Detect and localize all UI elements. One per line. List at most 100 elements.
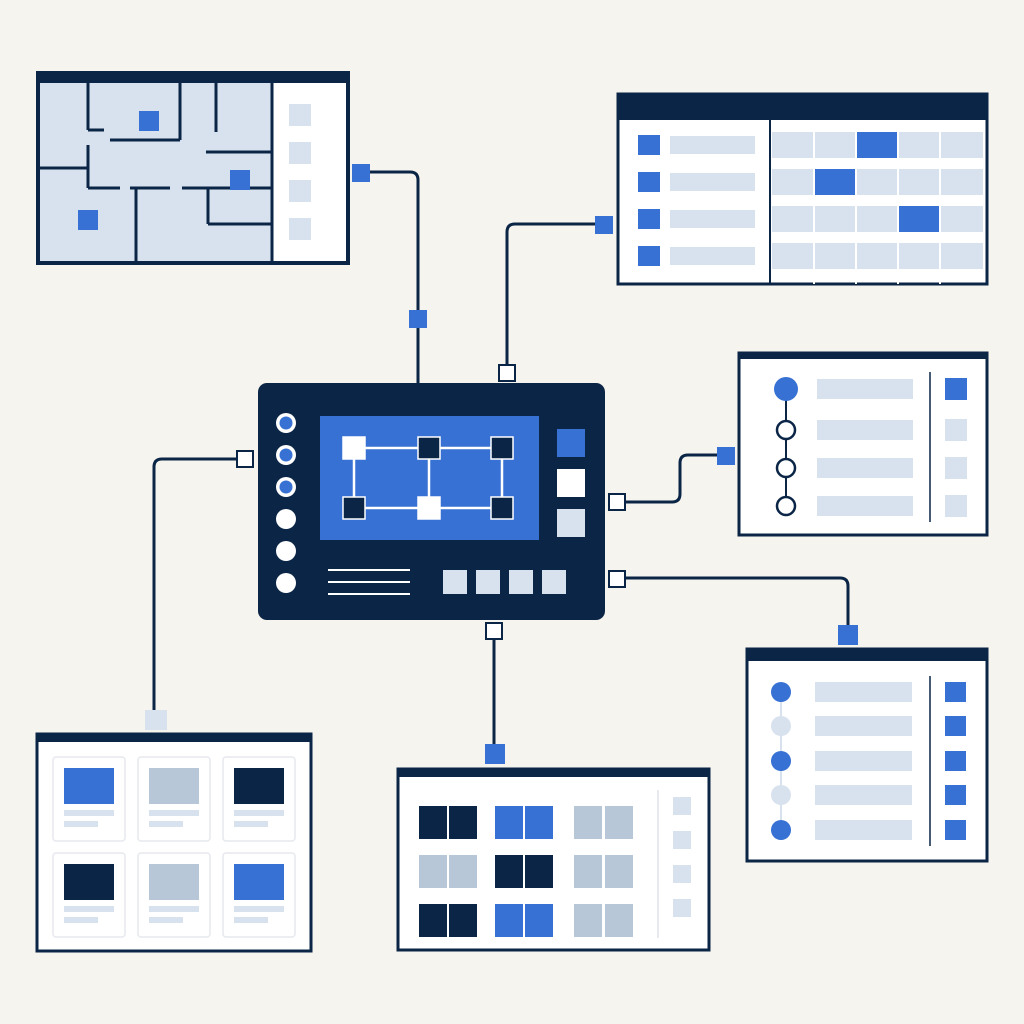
- matrix-cell[interactable]: [605, 855, 633, 888]
- hub-footer-tile[interactable]: [476, 570, 500, 594]
- status-dot-5[interactable]: [276, 541, 296, 561]
- schedule-cell[interactable]: [857, 169, 899, 195]
- schedule-cell[interactable]: [772, 206, 814, 232]
- circle-node-icon[interactable]: [775, 457, 797, 479]
- hub-footer-tile[interactable]: [443, 570, 467, 594]
- hub-side-button[interactable]: [557, 509, 585, 537]
- location-marker-icon[interactable]: [78, 210, 98, 230]
- hub-side-button[interactable]: [557, 429, 585, 457]
- circle-node-icon[interactable]: [771, 785, 791, 805]
- schedule-event[interactable]: [899, 206, 941, 232]
- matrix-side-item[interactable]: [673, 797, 691, 815]
- schedule-row-icon[interactable]: [638, 246, 660, 266]
- schedule-row-icon[interactable]: [638, 209, 660, 229]
- matrix-cell[interactable]: [419, 855, 447, 888]
- circle-node-icon[interactable]: [775, 495, 797, 517]
- hub-status-dots: [276, 413, 296, 593]
- schedule-cell[interactable]: [772, 169, 814, 195]
- hub-side-button[interactable]: [557, 469, 585, 497]
- schedule-cell[interactable]: [941, 132, 983, 158]
- schedule-cell[interactable]: [772, 132, 814, 158]
- open-square-connector-icon: [236, 450, 254, 468]
- network-node[interactable]: [490, 436, 514, 460]
- schedule-header: [618, 94, 987, 120]
- status-dot-4[interactable]: [276, 509, 296, 529]
- network-node[interactable]: [417, 496, 441, 520]
- hub-footer-tile[interactable]: [542, 570, 566, 594]
- matrix-cell[interactable]: [525, 855, 553, 888]
- hub-network-graph: [342, 436, 514, 520]
- circle-node-icon[interactable]: [771, 751, 791, 771]
- timeline-status-box[interactable]: [945, 378, 967, 400]
- schedule-cell[interactable]: [815, 206, 857, 232]
- schedule-cell[interactable]: [772, 243, 814, 269]
- floorplan-list-item[interactable]: [289, 180, 311, 202]
- matrix-cell[interactable]: [495, 855, 523, 888]
- schedule-event[interactable]: [857, 132, 899, 158]
- schedule-cell[interactable]: [899, 169, 941, 195]
- checklist-checkbox[interactable]: [945, 716, 966, 736]
- matrix-cell[interactable]: [605, 904, 633, 937]
- circle-node-icon[interactable]: [771, 682, 791, 702]
- timeline-steps: [774, 377, 967, 517]
- matrix-side-item[interactable]: [673, 831, 691, 849]
- timeline-status-box[interactable]: [945, 457, 967, 479]
- status-dot-6[interactable]: [276, 573, 296, 593]
- matrix-cell[interactable]: [574, 806, 602, 839]
- matrix-cell[interactable]: [449, 904, 477, 937]
- schedule-row-icon[interactable]: [638, 172, 660, 192]
- schedule-cell[interactable]: [857, 243, 899, 269]
- circle-node-icon[interactable]: [771, 716, 791, 736]
- matrix-cell[interactable]: [574, 904, 602, 937]
- timeline-status-box[interactable]: [945, 495, 967, 517]
- matrix-cell[interactable]: [449, 806, 477, 839]
- schedule-row-icon[interactable]: [638, 135, 660, 155]
- schedule-panel: [616, 92, 989, 286]
- floorplan-list-item[interactable]: [289, 142, 311, 164]
- hub-footer-tiles: [443, 570, 566, 594]
- matrix-cell[interactable]: [495, 806, 523, 839]
- schedule-cell[interactable]: [941, 206, 983, 232]
- network-node[interactable]: [490, 496, 514, 520]
- floorplan-list-item[interactable]: [289, 218, 311, 240]
- matrix-cell[interactable]: [419, 806, 447, 839]
- matrix-cell[interactable]: [605, 806, 633, 839]
- matrix-side-item[interactable]: [673, 865, 691, 883]
- schedule-cell[interactable]: [857, 206, 899, 232]
- schedule-cell[interactable]: [899, 132, 941, 158]
- checklist-checkbox[interactable]: [945, 785, 966, 805]
- link-hub-checklist: [625, 576, 850, 633]
- schedule-event[interactable]: [815, 169, 857, 195]
- floorplan-list-item[interactable]: [289, 104, 311, 126]
- timeline-status-box[interactable]: [945, 419, 967, 441]
- matrix-cell[interactable]: [525, 904, 553, 937]
- timeline-panel: [737, 351, 989, 537]
- matrix-cell[interactable]: [419, 904, 447, 937]
- network-node[interactable]: [342, 496, 366, 520]
- schedule-cell[interactable]: [899, 243, 941, 269]
- gallery-thumbnail: [149, 864, 199, 900]
- circle-node-icon[interactable]: [775, 419, 797, 441]
- location-marker-icon[interactable]: [230, 170, 250, 190]
- schedule-cell[interactable]: [815, 132, 857, 158]
- circle-node-icon[interactable]: [774, 377, 798, 401]
- checklist-checkbox[interactable]: [945, 820, 966, 840]
- schedule-cell[interactable]: [941, 243, 983, 269]
- checklist-checkbox[interactable]: [945, 682, 966, 702]
- checklist-checkbox[interactable]: [945, 751, 966, 771]
- network-node[interactable]: [342, 436, 366, 460]
- network-node[interactable]: [417, 436, 441, 460]
- schedule-cell[interactable]: [815, 243, 857, 269]
- matrix-side-item[interactable]: [673, 899, 691, 917]
- location-marker-icon[interactable]: [139, 111, 159, 131]
- hub-footer-tile[interactable]: [509, 570, 533, 594]
- matrix-cell[interactable]: [449, 855, 477, 888]
- filled-square-connector-icon: [352, 164, 370, 182]
- matrix-cell[interactable]: [574, 855, 602, 888]
- gallery-caption-line: [64, 917, 98, 923]
- matrix-cell[interactable]: [525, 806, 553, 839]
- matrix-cell[interactable]: [495, 904, 523, 937]
- schedule-cell[interactable]: [941, 169, 983, 195]
- circle-node-icon[interactable]: [771, 820, 791, 840]
